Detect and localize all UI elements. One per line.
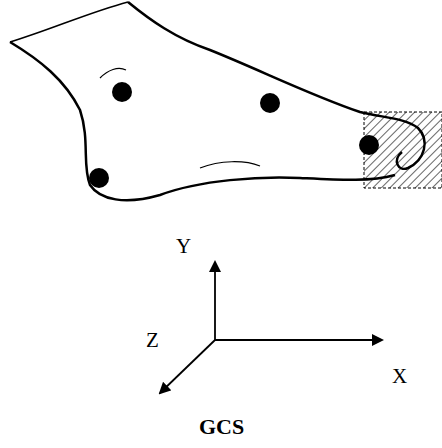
marker-dot	[359, 135, 379, 155]
y-axis	[214, 262, 216, 340]
foot-sole-outline	[10, 42, 395, 200]
axis-label: X	[392, 366, 407, 387]
axis-label: Y	[176, 236, 191, 257]
x-axis	[215, 339, 382, 341]
ankle-line	[100, 68, 126, 78]
arch-line	[200, 162, 260, 168]
marker-dot	[260, 93, 280, 113]
marker-dot	[112, 82, 132, 102]
shin-cut	[10, 2, 128, 42]
caption: GCS	[199, 416, 244, 438]
marker-dot	[89, 168, 109, 188]
foot-top-outline	[128, 2, 425, 169]
z-axis	[160, 340, 215, 393]
axis-label: Z	[146, 330, 159, 351]
